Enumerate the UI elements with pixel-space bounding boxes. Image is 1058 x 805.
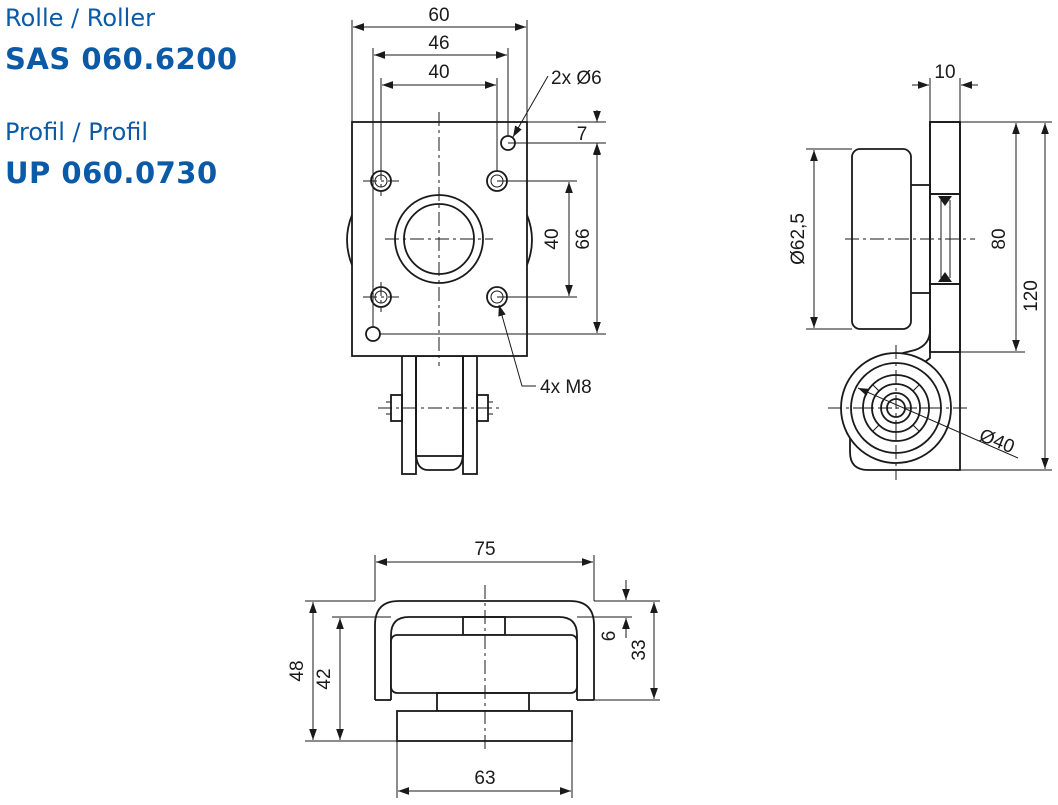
- dim-hole-span: 66: [573, 228, 594, 249]
- dim-wheel-diameter: Ø62,5: [788, 213, 809, 265]
- dim-bottom-gap: 6: [599, 631, 620, 642]
- guide-wheel: [828, 345, 968, 480]
- profile-label: Profil / Profil: [5, 118, 149, 146]
- roller-code: SAS 060.6200: [5, 42, 238, 76]
- dim-front-width-mid: 46: [428, 33, 449, 54]
- dim-bottom-width-top: 75: [474, 539, 495, 560]
- side-view: 10 Ø62,5 80 120 Ø40: [788, 62, 1052, 480]
- profile-code: UP 060.0730: [5, 156, 218, 190]
- bottom-view: 75 63 48 42 6 33: [287, 539, 660, 798]
- dim-bottom-height-right: 33: [629, 639, 650, 660]
- dim-front-width-inner: 40: [428, 62, 449, 83]
- label-thread-holes: 4x M8: [540, 377, 592, 398]
- dim-front-width-outer: 60: [428, 5, 449, 26]
- roller-label: Rolle / Roller: [5, 4, 155, 32]
- dim-offset-top: 7: [577, 124, 588, 145]
- u-bracket: [374, 600, 595, 700]
- dim-bottom-height-total: 48: [287, 660, 308, 681]
- wheel-edge-left: [346, 214, 353, 266]
- bottom-wheel: [390, 634, 578, 694]
- dim-side-height-inner: 80: [989, 228, 1010, 249]
- front-view: 60 46 40 2x Ø6 7 40 66 4x M8: [346, 5, 606, 475]
- dim-hole-spacing: 40: [542, 228, 563, 249]
- dim-small-wheel-diameter: Ø40: [976, 425, 1017, 458]
- fork-assembly: [378, 355, 500, 475]
- dim-side-height-total: 120: [1021, 280, 1042, 312]
- label-small-holes: 2x Ø6: [551, 68, 602, 89]
- dim-bottom-height-inner: 42: [314, 668, 335, 689]
- front-width-dimensions: 60 46 40: [351, 5, 528, 327]
- dim-side-thickness: 10: [934, 62, 955, 83]
- wheel-edge-right: [526, 214, 533, 266]
- dim-bottom-width-base: 63: [474, 768, 495, 789]
